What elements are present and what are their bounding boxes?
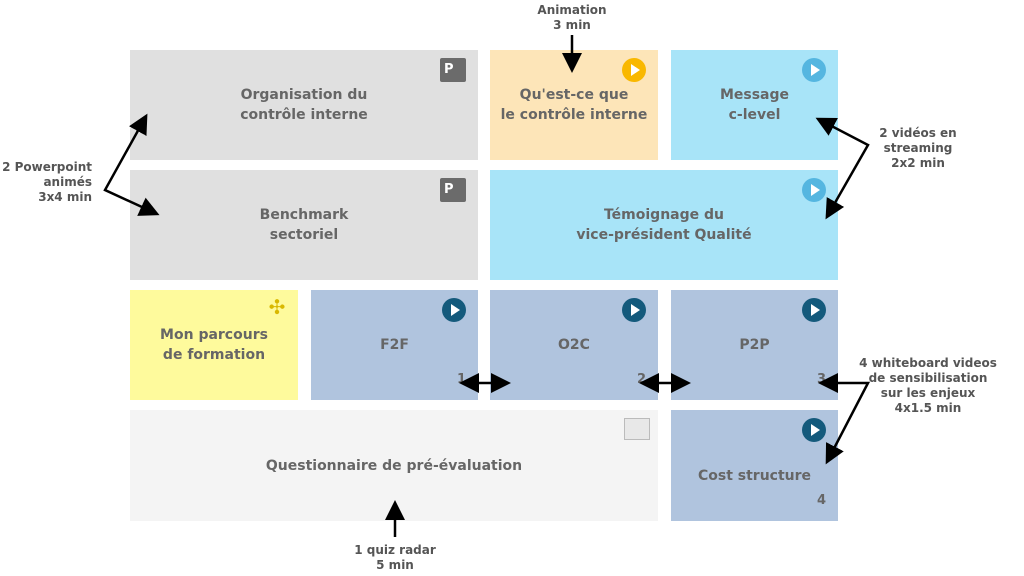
tile-label: Message c-level (719, 87, 790, 123)
tile-label: Benchmark sectoriel (259, 207, 349, 243)
tile-benchmark[interactable]: Benchmark sectoriel P (130, 170, 478, 280)
tile-label: P2P (739, 337, 770, 353)
tile-label: Mon parcours de formation (160, 327, 268, 363)
network-icon: ✣ (268, 295, 286, 319)
play-icon[interactable] (622, 58, 646, 82)
powerpoint-icon: P (440, 58, 466, 82)
tile-label: Questionnaire de pré-évaluation (265, 457, 523, 474)
play-icon[interactable] (622, 298, 646, 322)
tile-organisation[interactable]: Organisation du contrôle interne P (130, 50, 478, 160)
tile-label: O2C (558, 337, 590, 353)
note-powerpoint: 2 Powerpoint animés 3x4 min (2, 160, 92, 204)
arrow (815, 117, 870, 220)
note-animation: Animation 3 min (537, 3, 607, 32)
note-streaming: 2 vidéos en streaming 2x2 min (879, 126, 957, 170)
powerpoint-icon: P (440, 178, 466, 202)
note-whiteboard: 4 whiteboard videos de sensibilisation s… (859, 356, 997, 415)
play-icon[interactable] (802, 298, 826, 322)
arrow (103, 113, 160, 216)
tile-label: Qu'est-ce que le contrôle interne (500, 87, 648, 123)
play-icon[interactable] (442, 298, 466, 322)
tile-label: Cost structure (697, 467, 812, 484)
tile-label: F2F (380, 337, 409, 353)
tile-parcours[interactable]: Mon parcours de formation✣ (130, 290, 298, 400)
arrow (818, 373, 871, 465)
tile-temoignage[interactable]: Témoignage du vice-président Qualité (490, 170, 838, 280)
tile-message[interactable]: Message c-level (671, 50, 838, 160)
tile-cost-structure[interactable]: Cost structure 4 (671, 410, 838, 521)
tile-label: Organisation du contrôle interne (240, 87, 368, 123)
quiz-icon (624, 418, 650, 440)
play-icon[interactable] (802, 58, 826, 82)
note-quiz: 1 quiz radar 5 min (354, 543, 436, 572)
tile-label: Témoignage du vice-président Qualité (576, 207, 752, 243)
tile-quest-ce-que[interactable]: Qu'est-ce que le contrôle interne (490, 50, 658, 160)
tile-number: 4 (816, 493, 826, 508)
